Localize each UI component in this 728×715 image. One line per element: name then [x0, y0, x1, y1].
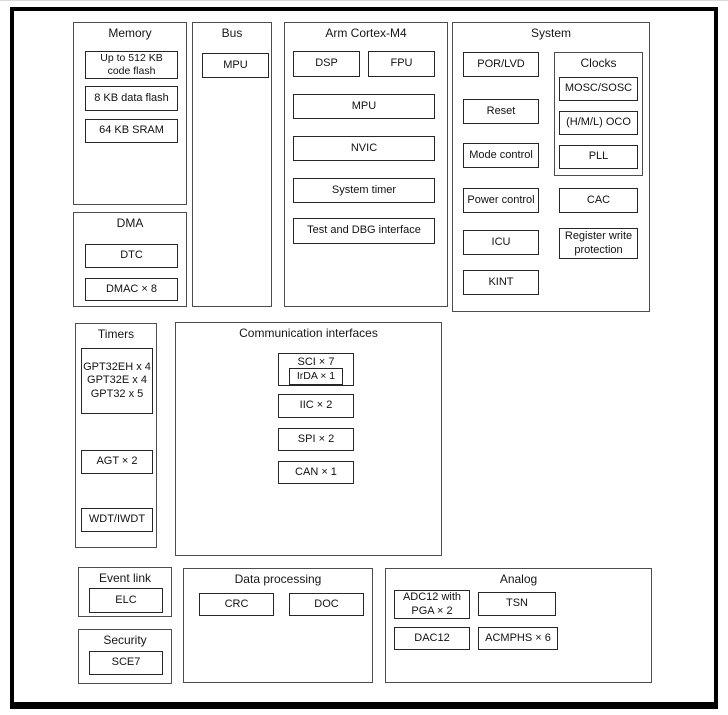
gpt-line-3: GPT32 x 5: [90, 387, 144, 400]
power-control-box: Power control: [463, 188, 539, 213]
wdt-box: WDT/IWDT: [81, 508, 153, 532]
dmac-box: DMAC × 8: [85, 278, 178, 301]
iic-box: IIC × 2: [278, 394, 354, 418]
crc-box: CRC: [199, 593, 274, 616]
pll-box: PLL: [559, 145, 638, 169]
test-dbg-box: Test and DBG interface: [293, 218, 435, 244]
memory-title: Memory: [108, 26, 152, 40]
memory-block: Memory Up to 512 KB code flash 8 KB data…: [73, 22, 187, 205]
sci-label: SCI × 7: [297, 356, 335, 368]
mode-control-box: Mode control: [463, 143, 539, 168]
gpt-box: GPT32EH x 4 GPT32E x 4 GPT32 x 5: [81, 348, 153, 414]
bus-block: Bus MPU: [192, 22, 272, 307]
dsp-box: DSP: [293, 51, 360, 77]
adc12-box: ADC12 with PGA × 2: [394, 590, 470, 619]
data-processing-title: Data processing: [234, 572, 322, 586]
sram-box: 64 KB SRAM: [85, 119, 178, 143]
analog-block: Analog ADC12 with PGA × 2 TSN DAC12 ACMP…: [385, 568, 652, 683]
system-timer-box: System timer: [293, 178, 435, 203]
bus-title: Bus: [221, 26, 243, 40]
doc-box: DOC: [289, 593, 364, 616]
communication-interfaces-title: Communication interfaces: [239, 326, 378, 340]
icu-box: ICU: [463, 230, 539, 255]
fpu-box: FPU: [368, 51, 435, 77]
can-box: CAN × 1: [278, 461, 354, 484]
irda-box: IrDA × 1: [289, 368, 343, 385]
data-processing-block: Data processing CRC DOC: [183, 568, 373, 683]
nvic-box: NVIC: [293, 136, 435, 161]
timers-block: Timers GPT32EH x 4 GPT32E x 4 GPT32 x 5 …: [75, 323, 157, 548]
register-write-protection-box: Register write protection: [559, 228, 638, 259]
oco-box: (H/M/L) OCO: [559, 111, 638, 135]
dtc-box: DTC: [85, 244, 178, 268]
elc-box: ELC: [89, 588, 163, 613]
event-link-title: Event link: [98, 571, 152, 585]
kint-box: KINT: [463, 270, 539, 295]
sce7-box: SCE7: [89, 651, 163, 675]
agt-box: AGT × 2: [81, 450, 153, 474]
communication-interfaces-block: Communication interfaces SCI × 7 IrDA × …: [175, 322, 442, 556]
dma-title: DMA: [116, 216, 144, 230]
por-lvd-box: POR/LVD: [463, 52, 539, 77]
bus-mpu-box: MPU: [202, 53, 269, 78]
dac12-box: DAC12: [394, 627, 470, 650]
analog-title: Analog: [499, 572, 538, 586]
gpt-line-2: GPT32E x 4: [87, 374, 147, 387]
clocks-title: Clocks: [580, 56, 617, 70]
cac-box: CAC: [559, 188, 638, 213]
acmphs-box: ACMPHS × 6: [478, 627, 558, 650]
event-link-block: Event link ELC: [78, 567, 172, 617]
mosc-sosc-box: MOSC/SOSC: [559, 77, 638, 101]
spi-box: SPI × 2: [278, 428, 354, 451]
timers-title: Timers: [97, 327, 135, 341]
security-block: Security SCE7: [78, 629, 172, 684]
clocks-block: Clocks MOSC/SOSC (H/M/L) OCO PLL: [554, 52, 643, 176]
dma-block: DMA DTC DMAC × 8: [73, 212, 187, 307]
cortex-m4-block: Arm Cortex-M4 DSP FPU MPU NVIC System ti…: [284, 22, 448, 307]
system-title: System: [530, 26, 571, 40]
page-edge-line: [0, 0, 728, 1]
tsn-box: TSN: [478, 592, 556, 616]
reset-box: Reset: [463, 99, 539, 124]
sci-box: SCI × 7 IrDA × 1: [278, 353, 354, 386]
security-title: Security: [103, 633, 147, 647]
code-flash-box: Up to 512 KB code flash: [85, 51, 178, 79]
cortex-mpu-box: MPU: [293, 94, 435, 119]
cortex-m4-title: Arm Cortex-M4: [325, 26, 407, 40]
gpt-line-1: GPT32EH x 4: [83, 360, 151, 373]
data-flash-box: 8 KB data flash: [85, 86, 178, 111]
system-block: System POR/LVD Reset Mode control Power …: [452, 22, 650, 312]
